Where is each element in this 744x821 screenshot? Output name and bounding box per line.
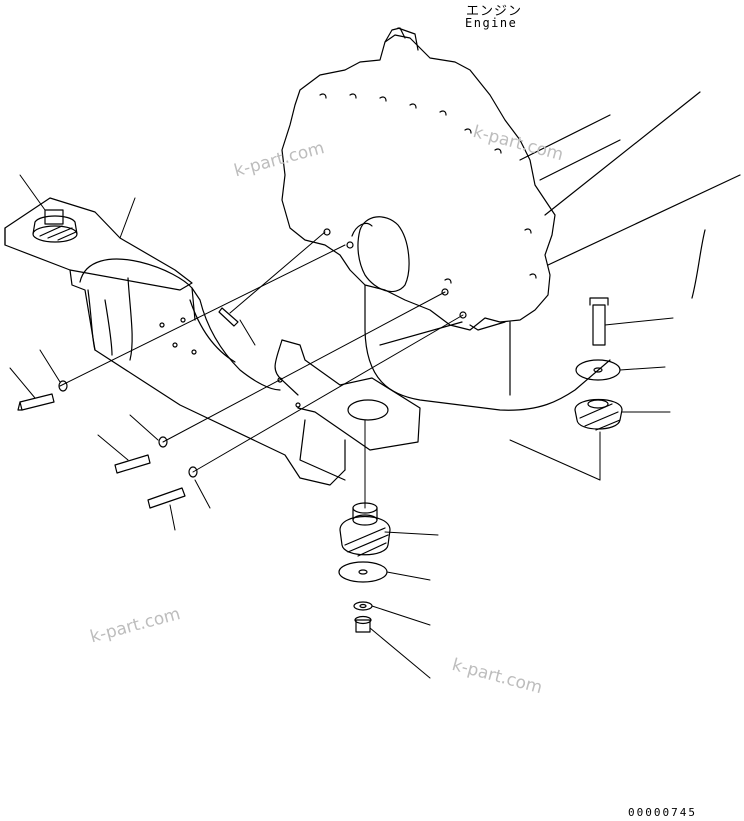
engine-label: Engine xyxy=(465,16,518,30)
rubber-mount-lower xyxy=(338,502,391,633)
document-number: 00000745 xyxy=(628,806,697,819)
engine-mount-outline xyxy=(364,284,611,411)
engine-block xyxy=(281,27,741,331)
rubber-mount-top-left xyxy=(32,209,78,243)
bolt-lower-left xyxy=(147,466,198,509)
leader-lines xyxy=(9,174,674,679)
rubber-mount-right xyxy=(574,297,623,431)
frame-bracket xyxy=(4,197,421,486)
bolt-upper-left xyxy=(17,380,68,411)
pin xyxy=(218,307,239,327)
bolt-mid-left xyxy=(114,436,168,474)
engine-label-japanese: エンジン xyxy=(466,4,523,19)
